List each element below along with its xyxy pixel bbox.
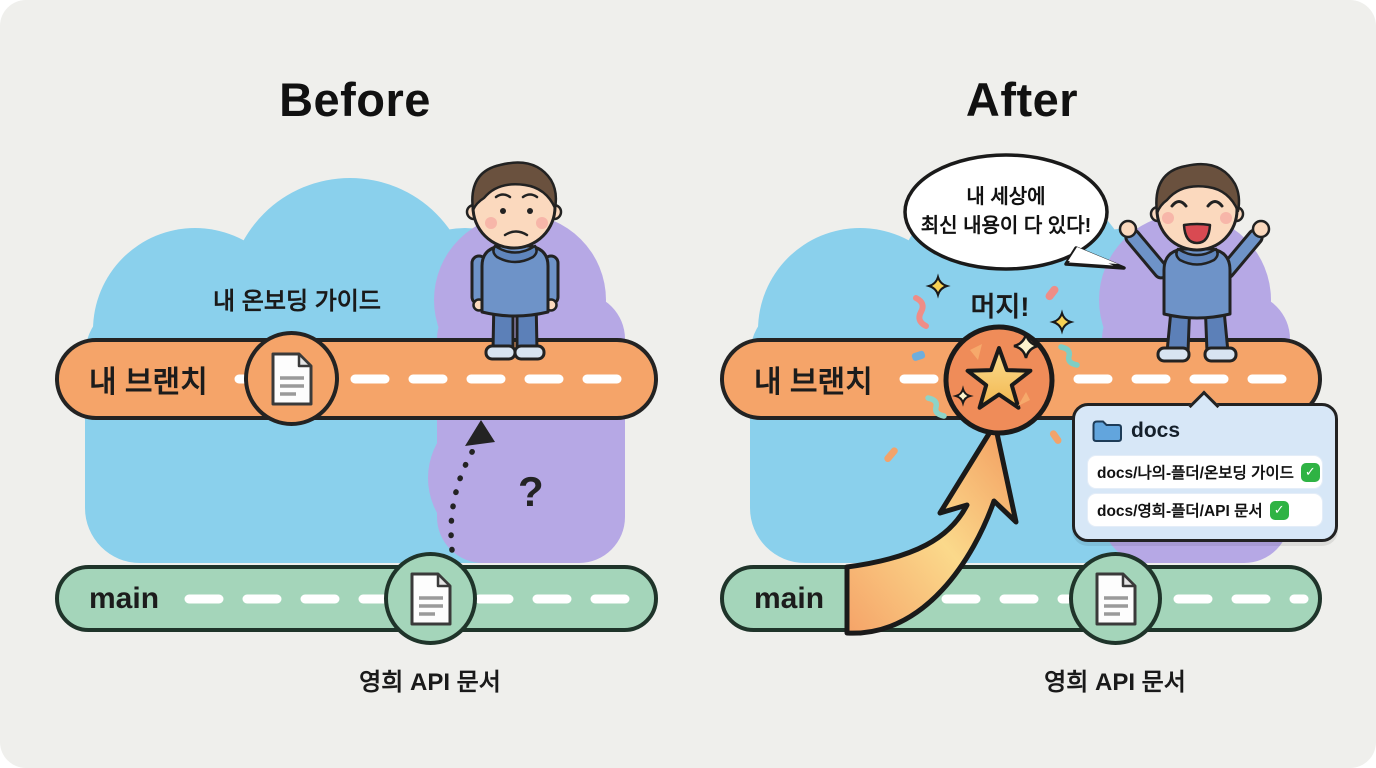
document-icon bbox=[271, 352, 312, 405]
after-main-commit-caption: 영희 API 문서 bbox=[1044, 669, 1186, 696]
before-main-commit-node bbox=[384, 552, 477, 645]
after-main-bar: main bbox=[720, 565, 1322, 632]
before-main-dashes bbox=[184, 594, 646, 604]
after-main-label: main bbox=[754, 581, 825, 615]
file-path: docs/영희-플더/API 문서 bbox=[1097, 503, 1263, 520]
before-main-commit-caption: 영희 API 문서 bbox=[359, 669, 501, 696]
speech-line-2: 최신 내용이 다 있다! bbox=[920, 215, 1092, 237]
dotted-arrow bbox=[448, 420, 495, 553]
document-icon bbox=[1095, 572, 1136, 625]
file-path: docs/나의-플더/온보딩 가이드 bbox=[1097, 465, 1294, 482]
folder-name: docs bbox=[1131, 418, 1181, 442]
happy-character bbox=[1118, 162, 1271, 363]
before-main-bar: main bbox=[55, 565, 658, 632]
after-title: After bbox=[965, 73, 1079, 126]
file-row: docs/영희-플더/API 문서 ✓ bbox=[1087, 493, 1323, 527]
document-icon bbox=[410, 572, 451, 625]
merge-label: 머지! bbox=[970, 292, 1030, 322]
docs-card-header: docs bbox=[1087, 416, 1323, 451]
check-icon: ✓ bbox=[1269, 500, 1289, 520]
before-branch-bar: 내 브랜치 bbox=[55, 338, 658, 420]
speech-bubble-text: 내 세상에 최신 내용이 다 있다! bbox=[901, 183, 1111, 241]
before-main-label: main bbox=[89, 581, 160, 615]
before-branch-label: 내 브랜치 bbox=[89, 366, 208, 399]
before-title: Before bbox=[279, 73, 431, 126]
check-icon: ✓ bbox=[1300, 462, 1320, 482]
before-branch-commit-caption: 내 온보딩 가이드 bbox=[213, 288, 381, 315]
speech-line-1: 내 세상에 bbox=[966, 186, 1046, 208]
folder-icon bbox=[1092, 420, 1122, 442]
before-branch-commit-node bbox=[244, 331, 339, 426]
question-mark: ? bbox=[518, 468, 544, 515]
sad-character bbox=[465, 161, 563, 361]
after-main-commit-node bbox=[1069, 552, 1162, 645]
after-branch-label: 내 브랜치 bbox=[754, 366, 873, 399]
docs-card: docs docs/나의-플더/온보딩 가이드 ✓ docs/영희-플더/API… bbox=[1072, 390, 1338, 542]
file-row: docs/나의-플더/온보딩 가이드 ✓ bbox=[1087, 455, 1323, 489]
